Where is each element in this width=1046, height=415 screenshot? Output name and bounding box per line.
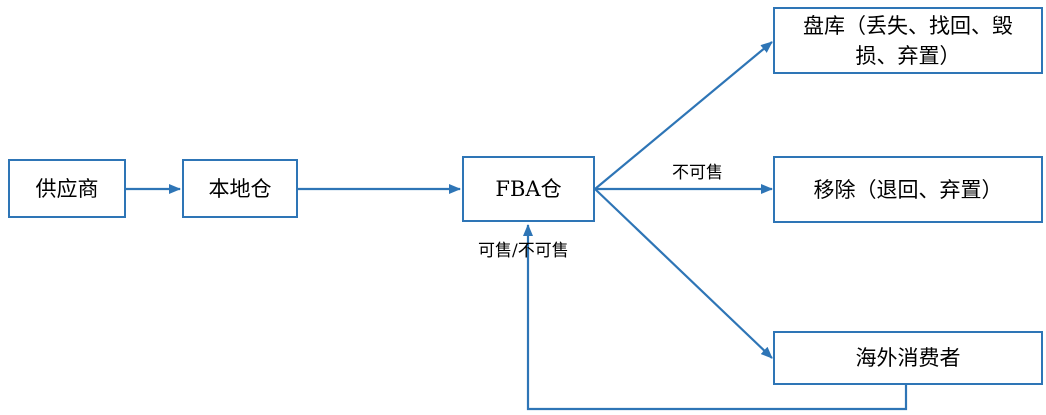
unsellable-edge-label: 不可售 bbox=[672, 163, 723, 183]
arrow-fba-to-consumer bbox=[594, 188, 773, 359]
local-warehouse-node: 本地仓 bbox=[182, 159, 298, 218]
removal-node: 移除（退回、弃置） bbox=[773, 156, 1043, 223]
fba-warehouse-label: FBA仓 bbox=[495, 177, 562, 201]
overseas-consumer-node: 海外消费者 bbox=[773, 331, 1043, 385]
inventory-check-node: 盘库（丢失、找回、毁损、弃置） bbox=[773, 7, 1043, 74]
arrow-fba-to-inventory-check bbox=[594, 41, 773, 190]
overseas-consumer-label: 海外消费者 bbox=[855, 346, 961, 370]
inventory-check-label: 盘库（丢失、找回、毁损、弃置） bbox=[803, 13, 1013, 68]
removal-label: 移除（退回、弃置） bbox=[813, 177, 1003, 202]
supplier-label: 供应商 bbox=[35, 176, 99, 201]
fba-warehouse-node: FBA仓 bbox=[462, 156, 595, 222]
arrow-consumer-return-to-fba bbox=[523, 224, 908, 411]
local-warehouse-label: 本地仓 bbox=[208, 176, 272, 201]
supplier-node: 供应商 bbox=[8, 159, 126, 218]
sellable-or-unsellable-edge-label: 可售/不可售 bbox=[478, 241, 569, 261]
